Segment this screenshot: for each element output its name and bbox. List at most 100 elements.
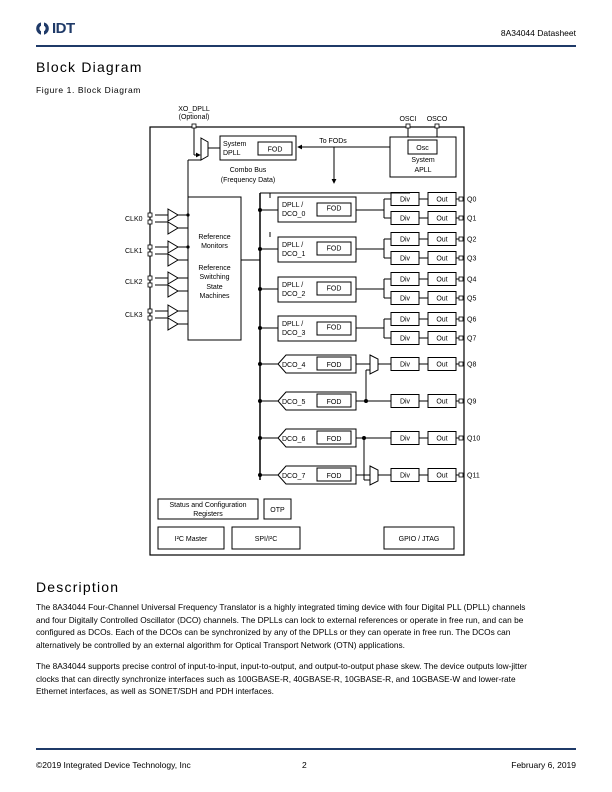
system-dpll-fod-label: FOD	[268, 147, 283, 154]
dpll-sub-label: DCO_2	[282, 291, 305, 298]
system-dpll-block	[219, 135, 297, 161]
footer-page-number: 2	[302, 760, 307, 770]
paragraph-line: Ethernet interfaces, as well as SONET/SD…	[36, 686, 274, 697]
out-label: Out	[436, 216, 447, 223]
status-config-registers	[157, 498, 259, 520]
output-q-label: Q9	[467, 399, 476, 406]
document-title: 8A34044 Datasheet	[500, 28, 576, 38]
output-q-label: Q4	[467, 277, 476, 284]
dpll-blocks	[260, 193, 357, 342]
dpll-label: DPLL /	[282, 282, 303, 289]
section-title-block-diagram: Block Diagram	[36, 59, 143, 75]
otp-block	[263, 498, 292, 520]
out-label: Out	[436, 336, 447, 343]
xo-dpll-sub-label: (Optional)	[179, 114, 210, 121]
system-dpll-label-2: DPLL	[223, 150, 241, 157]
osc-block	[407, 139, 438, 155]
paragraph-line: alternatively be controlled by an extern…	[36, 639, 405, 650]
output-pin	[458, 276, 464, 282]
output-pin	[458, 398, 464, 404]
out-label: Out	[436, 256, 447, 263]
dco-fod-label: FOD	[327, 399, 342, 406]
dco-blocks	[260, 354, 357, 485]
reference-block-label: Reference	[198, 234, 230, 241]
system-apll-block	[389, 136, 457, 178]
output-pin	[458, 361, 464, 367]
out-label: Out	[436, 317, 447, 324]
reference-block-label: Switching	[200, 274, 230, 281]
div-label: Div	[400, 256, 411, 263]
osc-label: Osc	[416, 145, 429, 152]
dco-label: DCO_4	[282, 362, 305, 369]
dpll-output-paths	[356, 198, 391, 339]
div-label: Div	[400, 436, 411, 443]
dpll-sub-label: DCO_1	[282, 251, 305, 258]
i2c-master-label: I²C Master	[175, 536, 208, 543]
output-pin	[458, 215, 464, 221]
system-dpll-label-1: System	[223, 141, 247, 148]
system-dpll-mux	[200, 137, 209, 161]
div-out-boxes	[390, 192, 462, 482]
paragraph-line: and four Digitally Controlled Oscillator…	[36, 614, 524, 625]
gpio-jtag-label: GPIO / JTAG	[399, 536, 440, 543]
clk-label: CLK2	[125, 279, 143, 286]
idt-logo-mark	[36, 22, 49, 35]
figure-caption: Figure 1. Block Diagram	[36, 85, 141, 95]
dco-fod-label: FOD	[327, 473, 342, 480]
output-pin	[458, 435, 464, 441]
i2c-master-block	[157, 526, 225, 550]
output-pin	[458, 472, 464, 478]
combo-bus-label-1: Combo Bus	[230, 167, 267, 174]
system-apll-label-1: System	[411, 157, 435, 164]
description-paragraph-2: The 8A34044 supports precise control of …	[36, 660, 576, 698]
dpll-label: DPLL /	[282, 242, 303, 249]
block-diagram: XO_DPLL (Optional) OSCI OSCO System DPLL…	[125, 106, 480, 556]
idt-logo: IDT	[36, 20, 75, 37]
status-config-label-1: Status and Configuration	[169, 502, 246, 509]
output-q-label: Q5	[467, 296, 476, 303]
dpll-label: DPLL /	[282, 321, 303, 328]
output-pin	[458, 316, 464, 322]
output-q-label: Q7	[467, 336, 476, 343]
gpio-jtag-block	[383, 526, 455, 550]
div-label: Div	[400, 399, 411, 406]
output-pin	[458, 255, 464, 261]
output-q-label: Q1	[467, 216, 476, 223]
dco-fod-label: FOD	[327, 362, 342, 369]
out-label: Out	[436, 237, 447, 244]
footer-copyright: ©2019 Integrated Device Technology, Inc	[36, 760, 191, 770]
out-label: Out	[436, 362, 447, 369]
out-label: Out	[436, 473, 447, 480]
chip-boundary	[149, 126, 465, 556]
reference-block-label: State	[206, 284, 222, 291]
paragraph-line: The 8A34044 Four-Channel Universal Frequ…	[36, 602, 526, 612]
dco-output-paths	[356, 354, 391, 486]
section-title-description: Description	[36, 579, 120, 595]
dpll-fod-label: FOD	[327, 325, 342, 332]
div-label: Div	[400, 336, 411, 343]
osco-label: OSCO	[427, 116, 448, 123]
output-q-label: Q6	[467, 317, 476, 324]
output-pin	[458, 236, 464, 242]
footer-date: February 6, 2019	[511, 760, 576, 770]
to-fods-label: To FODs	[319, 138, 347, 145]
out-label: Out	[436, 277, 447, 284]
reference-block-label: Machines	[200, 293, 230, 300]
description-paragraph-1: The 8A34044 Four-Channel Universal Frequ…	[36, 601, 576, 651]
reference-block	[187, 196, 242, 341]
dpll-sub-label: DCO_3	[282, 330, 305, 337]
dpll-fod-label: FOD	[327, 286, 342, 293]
div-label: Div	[400, 237, 411, 244]
dpll-sub-label: DCO_0	[282, 211, 305, 218]
reference-block-label: Reference	[198, 265, 230, 272]
div-label: Div	[400, 197, 411, 204]
output-pin	[458, 196, 464, 202]
div-label: Div	[400, 296, 411, 303]
div-label: Div	[400, 277, 411, 284]
paragraph-line: configured as DCOs. Each of the DCOs can…	[36, 627, 511, 638]
div-label: Div	[400, 216, 411, 223]
clk-label: CLK0	[125, 216, 143, 223]
dco-label: DCO_7	[282, 473, 305, 480]
system-dpll-fod	[257, 141, 293, 156]
output-q-label: Q10	[467, 436, 480, 443]
